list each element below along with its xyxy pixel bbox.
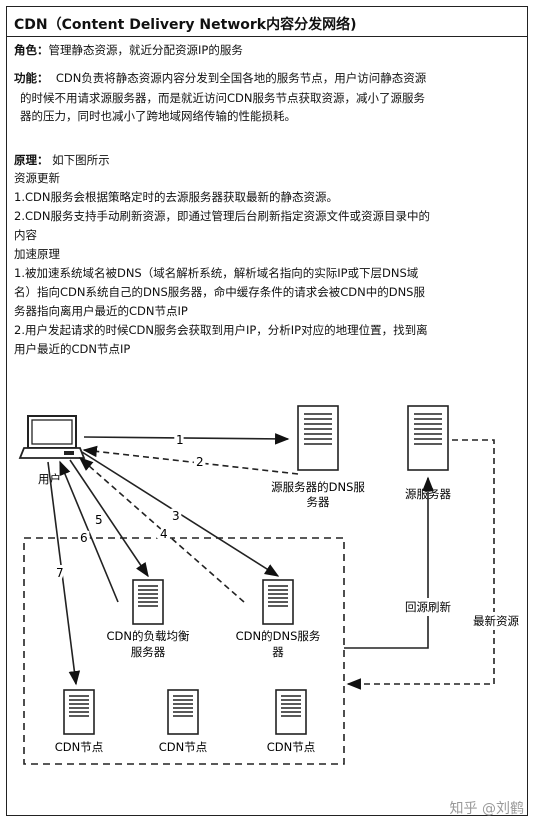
principle-text-2: 1.CDN服务会根据策略定时的去源服务器获取最新的静态资源。 xyxy=(14,190,338,204)
title-divider xyxy=(6,36,528,37)
function-text-1: CDN负责将静态资源内容分发到全国各地的服务节点，用户访问静态资源 xyxy=(55,71,427,85)
function-label: 功能： xyxy=(14,71,49,85)
edge-7-label-bg: 7 xyxy=(56,566,64,580)
role-line: 角色：管理静态资源，就近分配资源IP的服务 xyxy=(14,40,243,60)
lb-label-2: 服务器 xyxy=(131,645,166,659)
edge-1-arrow xyxy=(83,433,290,445)
edge-4-label: 4 xyxy=(160,527,168,541)
edge-7-label: 7 xyxy=(56,566,64,580)
latest-resource-arrow xyxy=(346,439,495,690)
lb-label-1: CDN的负载均衡 xyxy=(107,629,190,643)
edge-2-label: 2 xyxy=(196,455,204,469)
role-label: 角色： xyxy=(14,43,49,57)
function-line-2: 的时候不用请求源服务器，而是就近访问CDN服务节点获取资源，减小了源服务 xyxy=(20,91,425,105)
principle-text-5: 加速原理 xyxy=(14,247,60,261)
edge-4-arrow xyxy=(78,457,245,603)
edge-2-label-bg: 2 xyxy=(196,455,204,469)
cdn-node-icon-3 xyxy=(275,689,307,735)
principle-text-4: 内容 xyxy=(14,228,37,242)
cdn-node-label-1: CDN节点 xyxy=(55,740,104,754)
origin-server-icon xyxy=(407,405,449,471)
principle-text-1: 资源更新 xyxy=(14,171,60,185)
principle-intro: 如下图所示 xyxy=(52,153,110,167)
edge-6-label: 6 xyxy=(80,531,88,545)
cdn-node-label-2: CDN节点 xyxy=(159,740,208,754)
edge-2-arrow xyxy=(82,445,299,475)
edge-1-label: 1 xyxy=(176,433,184,447)
function-line-3: 器的压力，同时也减小了跨地域网络传输的性能损耗。 xyxy=(20,109,296,123)
edge-4-label-bg: 4 xyxy=(160,527,168,541)
cdn-dns-server-icon xyxy=(262,579,294,625)
origin-dns-label-1: 源服务器的DNS服 xyxy=(271,480,365,494)
edge-5-label-bg: 5 xyxy=(95,513,103,527)
role-text: 管理静态资源，就近分配资源IP的服务 xyxy=(48,43,243,57)
latest-resource-label: 最新资源 xyxy=(473,614,519,628)
cdn-dns-label-1: CDN的DNS服务 xyxy=(236,629,321,643)
cdn-node-icon-1 xyxy=(63,689,95,735)
cdn-node-label-3: CDN节点 xyxy=(267,740,316,754)
watermark: 知乎 @刘鹤 xyxy=(449,801,524,817)
edge-3-label-bg: 3 xyxy=(172,509,180,523)
edge-3-arrow xyxy=(81,451,280,577)
cdn-load-balancer-icon xyxy=(132,579,164,625)
back-to-origin-refresh-label: 回源刷新 xyxy=(405,600,451,614)
latest-label-bg xyxy=(468,612,524,630)
edge-6-arrow xyxy=(59,460,119,603)
refresh-label-bg xyxy=(400,598,456,616)
laptop-icon xyxy=(18,415,86,459)
principle-text-3: 2.CDN服务支持手动刷新资源，即通过管理后台刷新指定资源文件或资源目录中的 xyxy=(14,209,430,223)
origin-dns-server-icon xyxy=(297,405,339,471)
principle-line: 原理： 如下图所示 xyxy=(14,150,110,170)
function-line-1: 功能： CDN负责将静态资源内容分发到全国各地的服务节点，用户访问静态资源 xyxy=(14,68,426,88)
principle-text-9: 2.用户发起请求的时候CDN服务会获取到用户IP，分析IP对应的地理位置，找到离 xyxy=(14,323,428,337)
edge-5-arrow xyxy=(69,459,149,578)
edge-5-label: 5 xyxy=(95,513,103,527)
back-to-origin-refresh-arrow xyxy=(344,476,434,649)
principle-text-10: 用户最近的CDN节点IP xyxy=(14,342,131,356)
principle-text-7: 名）指向CDN系统自己的DNS服务器，命中缓存条件的请求会被CDN中的DNS服 xyxy=(14,285,425,299)
edge-6-label-bg: 6 xyxy=(80,531,88,545)
edge-7-arrow xyxy=(47,461,81,686)
diagram-frame xyxy=(6,6,528,816)
cdn-node-icon-2 xyxy=(167,689,199,735)
cdn-dns-label-2: 器 xyxy=(272,645,284,659)
edge-3-label: 3 xyxy=(172,509,180,523)
principle-text-8: 务器指向离用户最近的CDN节点IP xyxy=(14,304,188,318)
principle-label: 原理： xyxy=(14,153,49,167)
origin-dns-label-2: 务器 xyxy=(307,495,330,509)
principle-text-6: 1.被加速系统域名被DNS（域名解析系统，解析域名指向的实际IP或下层DNS域 xyxy=(14,266,419,280)
cdn-system-boundary xyxy=(23,537,345,765)
edge-1-label-bg: 1 xyxy=(176,433,184,447)
page-title: CDN（Content Delivery Network内容分发网络) xyxy=(14,17,357,33)
